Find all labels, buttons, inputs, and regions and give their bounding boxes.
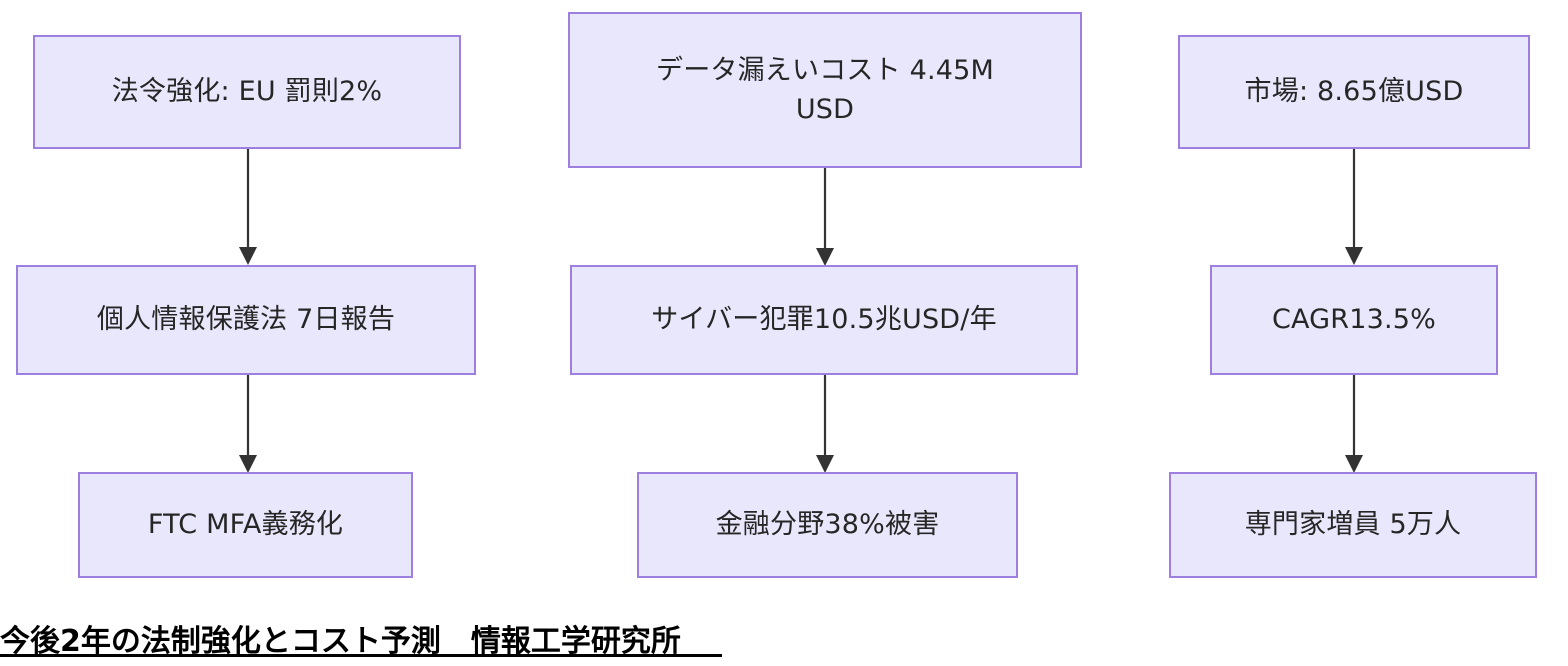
arrowhead-icon [1345,247,1363,265]
node-label: 市場: 8.65億USD [1244,76,1464,108]
edge-cost-2-to-cost-3 [816,375,834,473]
node-mkt-3[interactable]: 専門家増員 5万人 [1169,472,1537,578]
node-reg-2[interactable]: 個人情報保護法 7日報告 [16,265,476,375]
arrowhead-icon [1345,455,1363,473]
node-label: CAGR13.5% [1271,304,1437,336]
diagram-caption: 今後2年の法制強化とコスト予測 情報工学研究所 [0,624,681,659]
edge-reg-1-to-reg-2 [239,149,257,265]
arrowhead-icon [239,247,257,265]
node-label: サイバー犯罪10.5兆USD/年 [651,304,997,336]
arrowhead-icon [239,455,257,473]
edge-mkt-2-to-mkt-3 [1345,375,1363,473]
node-label: データ漏えいコスト 4.45M USD [656,54,994,125]
node-cost-1[interactable]: データ漏えいコスト 4.45M USD [568,12,1082,168]
arrowhead-icon [816,455,834,473]
node-cost-2[interactable]: サイバー犯罪10.5兆USD/年 [570,265,1078,375]
node-mkt-2[interactable]: CAGR13.5% [1210,265,1498,375]
node-reg-1[interactable]: 法令強化: EU 罰則2% [33,35,461,149]
node-mkt-1[interactable]: 市場: 8.65億USD [1178,35,1530,149]
caption-underline [0,654,722,657]
node-label: 個人情報保護法 7日報告 [96,304,396,336]
edge-cost-1-to-cost-2 [816,168,834,266]
node-reg-3[interactable]: FTC MFA義務化 [78,472,413,578]
node-label: 専門家増員 5万人 [1244,509,1462,541]
node-label: FTC MFA義務化 [147,509,344,541]
node-cost-3[interactable]: 金融分野38%被害 [637,472,1018,578]
edge-mkt-1-to-mkt-2 [1345,149,1363,265]
node-label: 法令強化: EU 罰則2% [111,76,383,108]
node-label: 金融分野38%被害 [715,509,940,541]
arrowhead-icon [816,248,834,266]
edge-reg-2-to-reg-3 [239,375,257,473]
